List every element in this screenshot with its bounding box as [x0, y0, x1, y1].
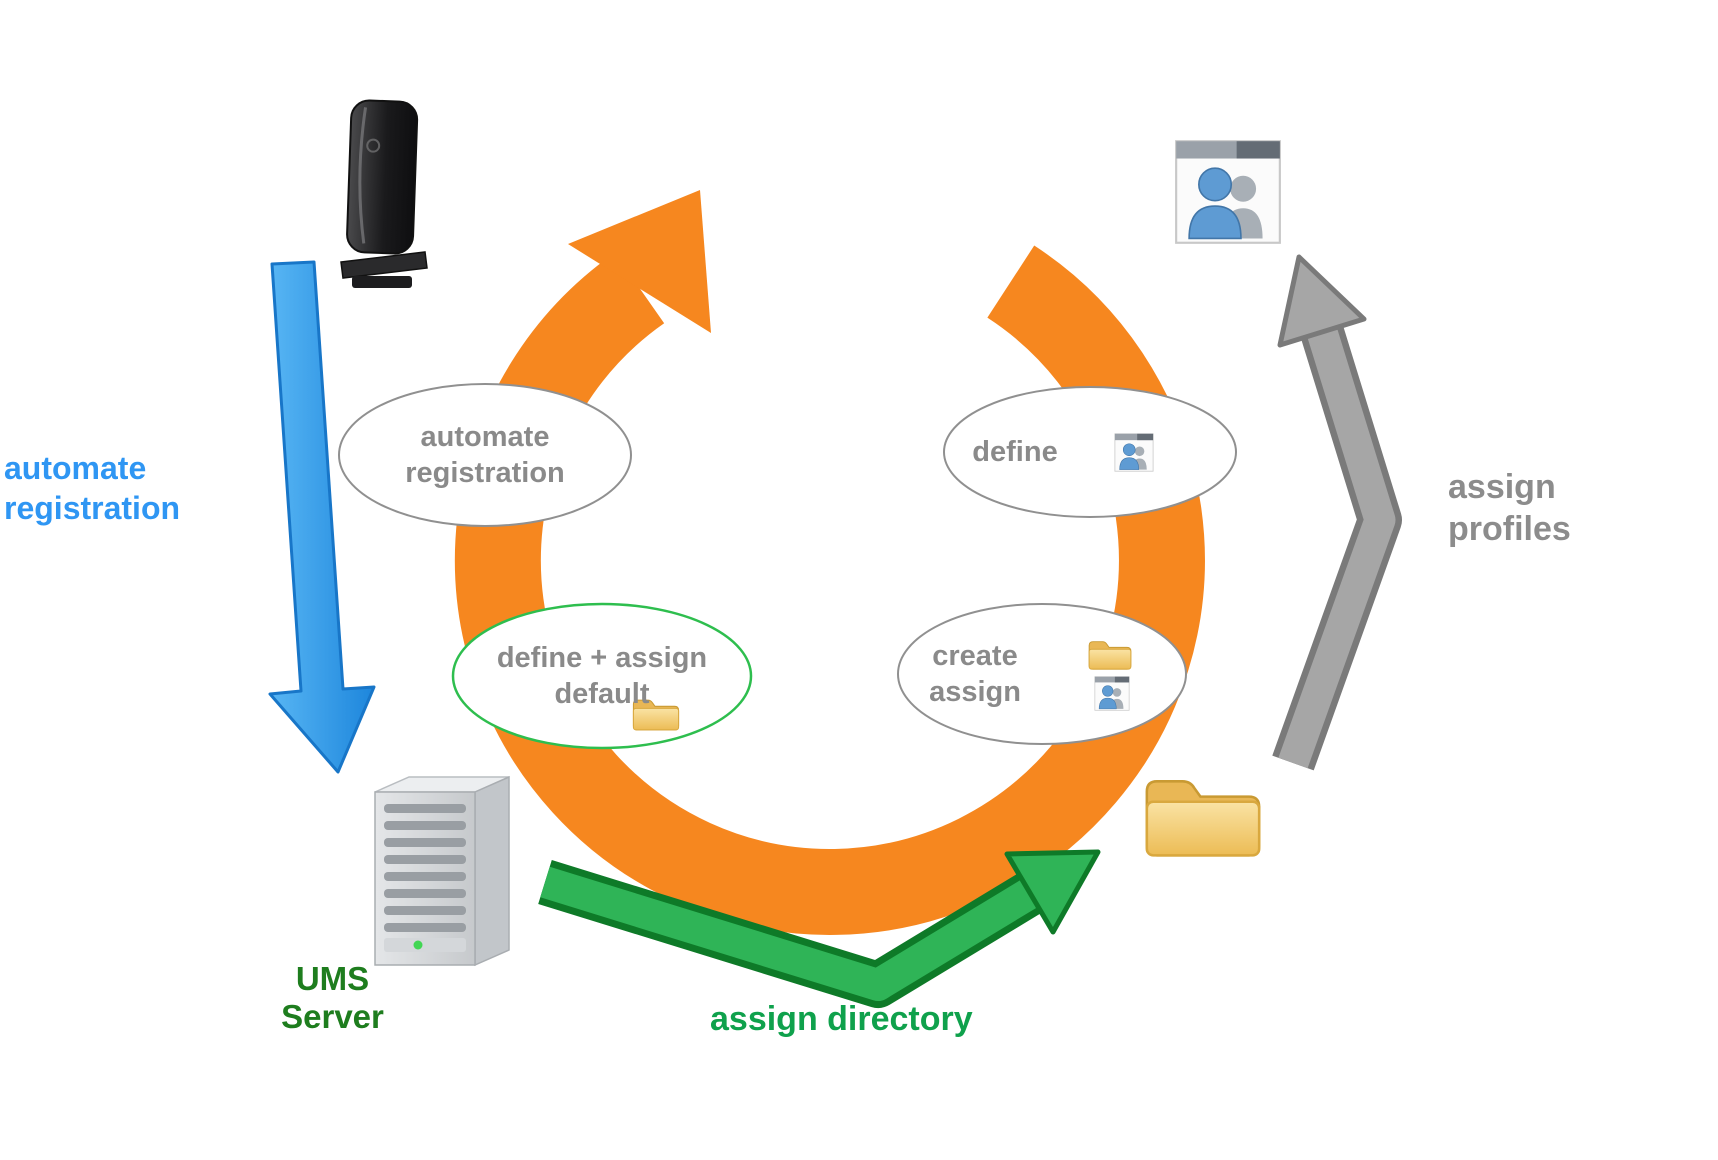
assign-profiles-arrow — [1272, 254, 1402, 771]
bubble-text-line: automate — [420, 421, 550, 453]
thin-client-device-icon — [340, 99, 428, 288]
bubble-text-line: default — [554, 678, 650, 710]
ums-server-label: UMS Server — [255, 960, 410, 1036]
bubble-define-assign-default-label: define + assign default — [457, 640, 747, 712]
assign-directory-label: assign directory — [710, 1000, 973, 1039]
label-line: profiles — [1448, 510, 1571, 548]
label-line: UMS — [295, 960, 370, 997]
server-tower-icon — [374, 775, 510, 967]
create-assign-users-icon — [1094, 676, 1130, 711]
bubble-text-line: define + assign — [496, 642, 708, 674]
profiles-users-icon — [1175, 140, 1281, 244]
label-line: assign — [1448, 468, 1556, 506]
directory-folder-icon — [1145, 780, 1261, 857]
bubble-text-line: registration — [405, 457, 565, 489]
define-bubble-users-icon — [1114, 433, 1154, 472]
assign-profiles-label: assign profiles — [1448, 466, 1571, 550]
cycle-arrow — [454, 190, 1205, 935]
bubble-text-line: assign — [929, 676, 1021, 708]
bubble-create-assign-label: create assign — [900, 638, 1050, 710]
label-line: assign directory — [710, 1000, 973, 1038]
automate-registration-label: automate registration — [4, 448, 180, 528]
label-line: automate — [4, 450, 147, 486]
bubble-automate-registration-label: automate registration — [345, 419, 625, 491]
label-line: Server — [281, 998, 384, 1035]
bubble-define — [943, 386, 1237, 518]
bubble-automate-registration — [338, 383, 632, 527]
bubble-define-label: define — [930, 434, 1100, 470]
bubble-text-line: define — [972, 436, 1058, 468]
bubble-text-line: create — [932, 640, 1018, 672]
assign-directory-arrow — [538, 849, 1101, 1008]
label-line: registration — [4, 490, 181, 526]
automate-registration-arrow — [268, 260, 376, 774]
